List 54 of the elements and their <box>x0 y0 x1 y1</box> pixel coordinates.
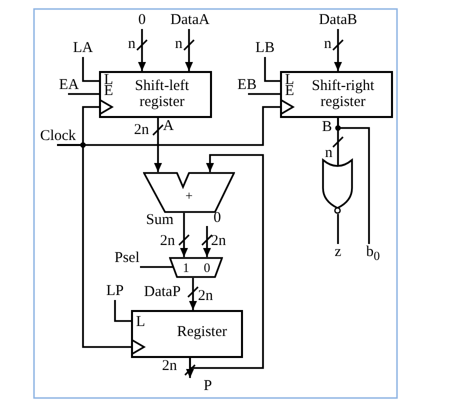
signal-label: 2n <box>160 233 175 250</box>
register-label: Shift-right register <box>310 78 376 110</box>
pin-label: L <box>136 315 146 329</box>
wire <box>185 29 193 71</box>
register-box <box>280 71 393 118</box>
wire <box>189 154 264 369</box>
signal-label: 0 <box>136 12 148 29</box>
register-box <box>99 71 212 118</box>
signal-label: z <box>331 244 345 261</box>
operator-label: + <box>184 187 194 204</box>
wire <box>264 57 280 82</box>
signal-label: EA <box>54 77 84 94</box>
signal-label: 0 <box>207 210 221 226</box>
signal-label: b$_{0}$ <box>362 244 384 263</box>
wire <box>138 29 146 71</box>
signal-label: DataB <box>314 12 362 29</box>
wire <box>68 93 99 95</box>
signal-label: 2n <box>211 233 226 250</box>
signal-label: Sum <box>146 212 174 229</box>
wire <box>186 358 194 378</box>
mux-input-label: 1 <box>182 259 190 276</box>
wire <box>334 29 342 71</box>
register-label: Register <box>176 324 228 340</box>
signal-label: Psel <box>110 250 144 267</box>
signal-label: DataP <box>144 284 181 301</box>
wire <box>203 226 211 257</box>
wire <box>337 214 339 244</box>
signal-label: n <box>325 145 332 162</box>
pin-label: E <box>285 84 295 98</box>
signal-label: A <box>163 118 174 135</box>
pin-label: E <box>104 84 114 98</box>
wire <box>180 213 188 257</box>
signal-label: EB <box>232 77 262 94</box>
wire <box>114 300 131 322</box>
wire <box>248 93 280 95</box>
wire <box>82 57 99 82</box>
wire <box>140 266 173 268</box>
signal-label: 2n <box>198 288 213 305</box>
signal-label: LP <box>103 283 127 300</box>
signal-label: 2n <box>162 358 177 375</box>
register-box <box>131 310 243 358</box>
signal-label: B <box>322 119 332 136</box>
wire <box>189 278 197 310</box>
mux-input-label: 0 <box>202 259 212 276</box>
signal-label: DataA <box>166 12 214 29</box>
signal-label: P <box>186 378 212 397</box>
signal-label: LB <box>252 40 278 57</box>
register-label: Shift-left register <box>134 78 190 110</box>
signal-label: 2n <box>134 122 149 139</box>
signal-label: Clock <box>36 128 80 145</box>
wire <box>154 118 162 172</box>
signal-label: LA <box>70 40 96 57</box>
wire <box>57 144 145 355</box>
wire <box>337 118 370 244</box>
